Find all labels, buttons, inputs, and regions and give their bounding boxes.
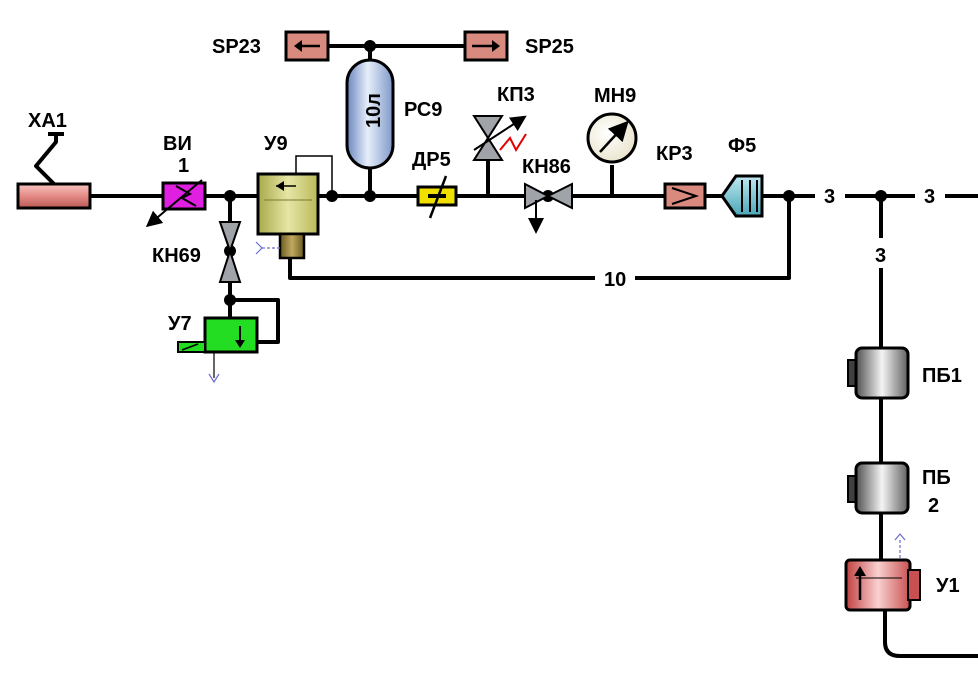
line-3-label-a: 3	[824, 186, 835, 208]
u9-label: У9	[264, 133, 288, 155]
dr5-label: ДР5	[412, 149, 451, 171]
kr3-label: КР3	[656, 143, 693, 165]
sp23-sensor[interactable]	[284, 30, 330, 62]
pb2-number: 2	[928, 495, 939, 517]
f5-label: Ф5	[728, 135, 756, 157]
f5-filter[interactable]	[720, 174, 764, 218]
u1-label: У1	[936, 575, 960, 597]
rs9-volume: 10л	[363, 93, 385, 128]
mn9-gauge[interactable]	[586, 112, 638, 164]
u1-device[interactable]	[844, 533, 921, 612]
kp3-label: КП3	[497, 84, 535, 106]
line-10-label: 10	[604, 269, 626, 291]
mn9-label: МН9	[594, 85, 636, 107]
rs9-label: РС9	[404, 99, 442, 121]
kn69-valve[interactable]	[218, 221, 242, 283]
u7-label: У7	[168, 313, 192, 335]
pb2-label: ПБ	[922, 467, 951, 489]
sp25-label: SP25	[525, 36, 574, 58]
vi-label: ВИ	[163, 133, 192, 155]
pb1-device[interactable]	[847, 346, 910, 400]
u9-device[interactable]	[255, 155, 333, 260]
xa1-label: ХА1	[28, 110, 67, 132]
line-3-label-b: 3	[924, 186, 935, 208]
xa1-device[interactable]	[16, 132, 92, 210]
kn86-valve[interactable]	[524, 182, 573, 234]
pb2-device[interactable]	[847, 461, 910, 515]
branch-line-3	[879, 196, 978, 658]
kr3-valve[interactable]	[663, 182, 707, 210]
kp3-valve[interactable]	[472, 115, 527, 161]
vi-device[interactable]	[145, 179, 207, 228]
line-3-label-c: 3	[875, 245, 886, 267]
return-line-10	[288, 196, 791, 280]
rs9-reservoir[interactable]	[345, 58, 395, 170]
dr5-throttle[interactable]	[416, 175, 458, 219]
junction-nodes	[224, 40, 887, 306]
sp23-label: SP23	[212, 36, 261, 58]
u7-device[interactable]	[177, 298, 280, 384]
vi-number: 1	[178, 155, 189, 177]
sp25-sensor[interactable]	[463, 30, 509, 62]
kn86-label: КН86	[522, 156, 571, 178]
kn69-label: КН69	[152, 245, 201, 267]
pb1-label: ПБ1	[922, 365, 962, 387]
